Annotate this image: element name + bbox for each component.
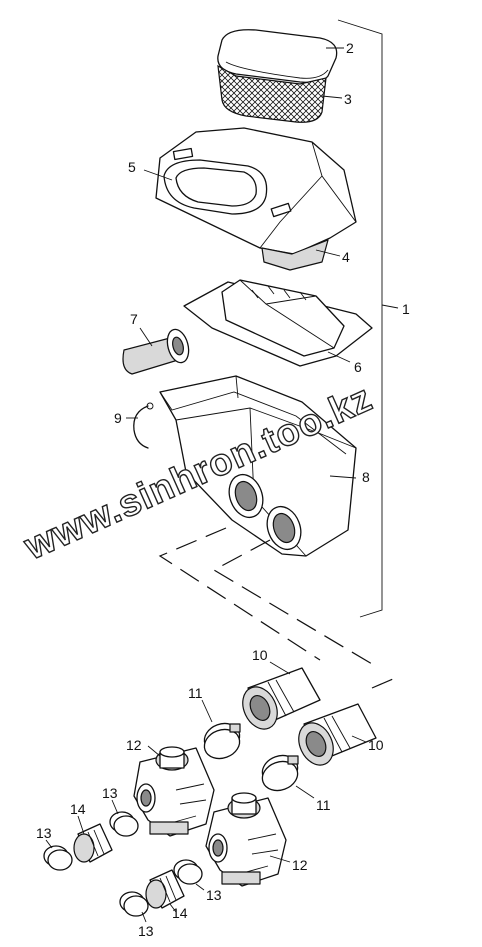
part-small-clamp-4 — [173, 859, 205, 891]
part-hose-clamp-right — [261, 754, 315, 799]
leader-4 — [315, 249, 341, 257]
leader-13b — [111, 799, 119, 815]
leader-10a — [269, 661, 291, 675]
callout-12b: 12 — [292, 857, 308, 873]
leader-12b — [269, 855, 291, 863]
leader-13a — [45, 839, 53, 849]
leader-14a — [77, 815, 85, 835]
callout-14a: 14 — [70, 801, 86, 817]
callout-7: 7 — [130, 311, 138, 327]
part-carburetor-upper — [133, 745, 215, 837]
leader-1 — [381, 304, 399, 309]
part-inner-cover — [183, 279, 373, 367]
part-spring-clip — [126, 402, 154, 449]
part-small-clamp-1 — [43, 839, 73, 871]
callout-13a: 13 — [36, 825, 52, 841]
leader-12a — [147, 745, 161, 757]
callout-14b: 14 — [172, 905, 188, 921]
part-intake-rubber-2 — [145, 869, 185, 913]
callout-8: 8 — [362, 469, 370, 485]
part-intake-rubber-1 — [73, 815, 113, 863]
assembly-bracket — [337, 19, 383, 618]
part-intake-boot-right — [298, 703, 377, 766]
leader-11b — [295, 785, 315, 799]
callout-6: 6 — [354, 359, 362, 375]
part-small-clamp-3 — [119, 891, 149, 923]
part-lid-seal — [143, 159, 268, 215]
callout-11a: 11 — [188, 685, 203, 701]
callout-5: 5 — [128, 159, 136, 175]
callout-12a: 12 — [126, 737, 142, 753]
part-small-clamp-2 — [109, 799, 139, 837]
part-breather-pipe — [122, 327, 190, 375]
callout-9: 9 — [114, 410, 122, 426]
part-filter-element — [217, 64, 343, 123]
leader-11a — [201, 699, 213, 723]
callout-13b: 13 — [102, 785, 118, 801]
alignment-dashed-lines — [158, 527, 401, 689]
leader-13d — [195, 883, 205, 891]
part-intake-boot-left — [242, 661, 321, 730]
leader-6 — [327, 351, 351, 363]
callout-10a: 10 — [252, 647, 268, 663]
leader-13c — [141, 911, 147, 923]
leader-5 — [143, 169, 173, 181]
leader-10b — [351, 735, 367, 743]
callout-13c: 13 — [138, 923, 154, 939]
leader-3 — [321, 95, 343, 99]
part-filter-cover — [217, 29, 344, 84]
part-carburetor-lower — [205, 792, 291, 887]
leader-14b — [169, 903, 177, 913]
callout-4: 4 — [342, 249, 350, 265]
callout-3: 3 — [344, 91, 352, 107]
callout-10b: 10 — [368, 737, 384, 753]
callout-13d: 13 — [206, 887, 222, 903]
leader-8 — [329, 475, 357, 479]
callout-11b: 11 — [316, 797, 331, 813]
callout-2: 2 — [346, 40, 354, 56]
part-hose-clamp-left — [201, 699, 241, 760]
leader-7 — [139, 327, 153, 347]
callout-1: 1 — [402, 301, 410, 317]
part-airbox-body — [159, 375, 357, 557]
